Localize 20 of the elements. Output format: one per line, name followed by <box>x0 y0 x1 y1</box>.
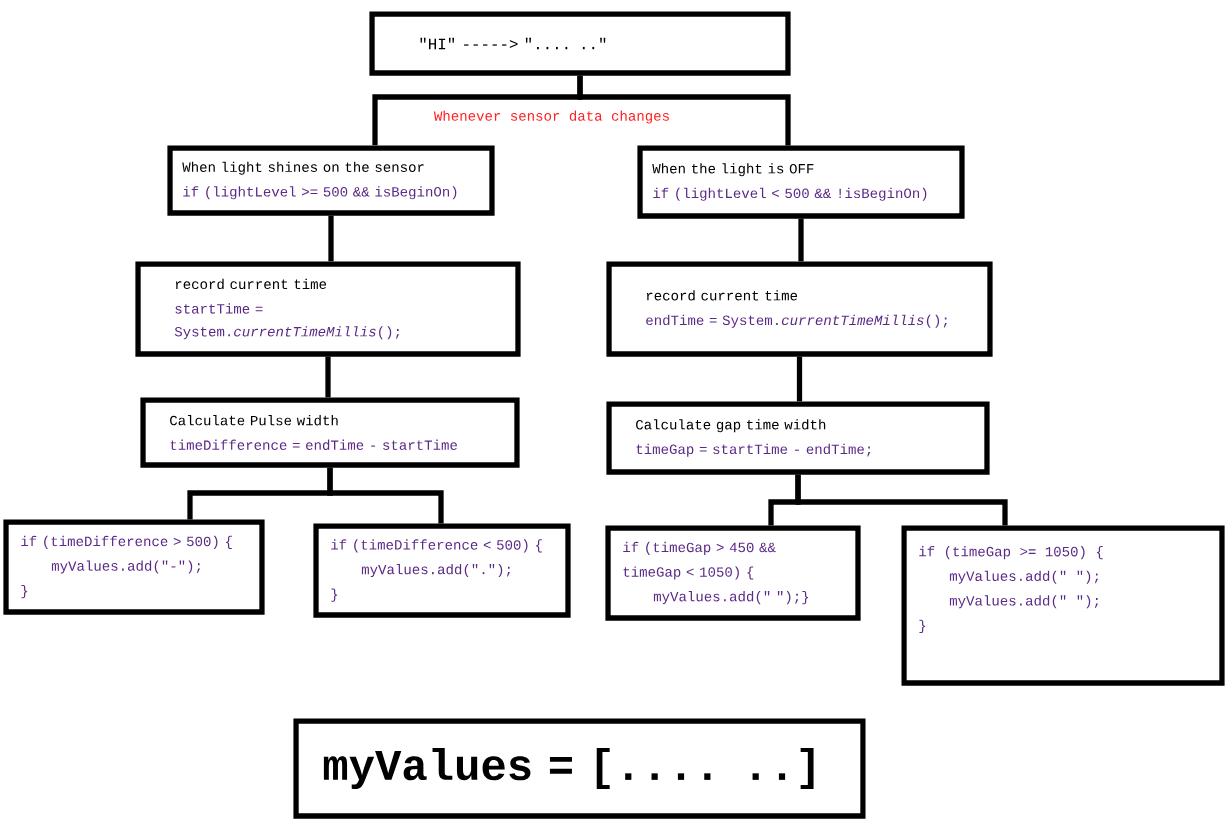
code-box: if (timeDifference > 500) { myValues.add("-"); } <box>3 519 265 615</box>
code-box: "HI" -----> ".... .." <box>369 11 791 76</box>
code-box: record current time endTime = System.currentTimeMillis(); <box>606 261 993 357</box>
code-box: Calculate Pulse width timeDifference = endTime - startTime <box>140 397 520 468</box>
connector-line <box>798 218 804 262</box>
code-box: When the light is OFF if (lightLevel < 500 && !isBeginOn) <box>637 145 965 219</box>
connector-line <box>795 474 1008 526</box>
code-box: if (timeGap > 450 && timeGap < 1050) { myValues.add(" ");} <box>605 525 861 621</box>
connector-line <box>796 356 803 402</box>
code-box: Calculate gap time width timeGap = startTime - endTime; <box>606 401 990 475</box>
code-box: record current time startTime = System.currentTimeMillis(); <box>135 261 521 357</box>
connector-line <box>327 467 444 524</box>
code-box: if (timeGap >= 1050) { myValues.add(" "); myValues.add(" "); } <box>901 525 1225 686</box>
connector-line <box>325 356 331 398</box>
code-box: When light shines on the sensor if (lightLevel >= 500 && isBeginOn) <box>167 145 495 216</box>
code-box: myValues = [.... ..] <box>293 718 866 819</box>
edge-label: Whenever sensor data changes <box>432 108 672 126</box>
connector-line <box>328 215 334 262</box>
code-box: if (timeDifference < 500) { myValues.add("."); } <box>313 523 571 618</box>
connector-line <box>577 75 791 146</box>
